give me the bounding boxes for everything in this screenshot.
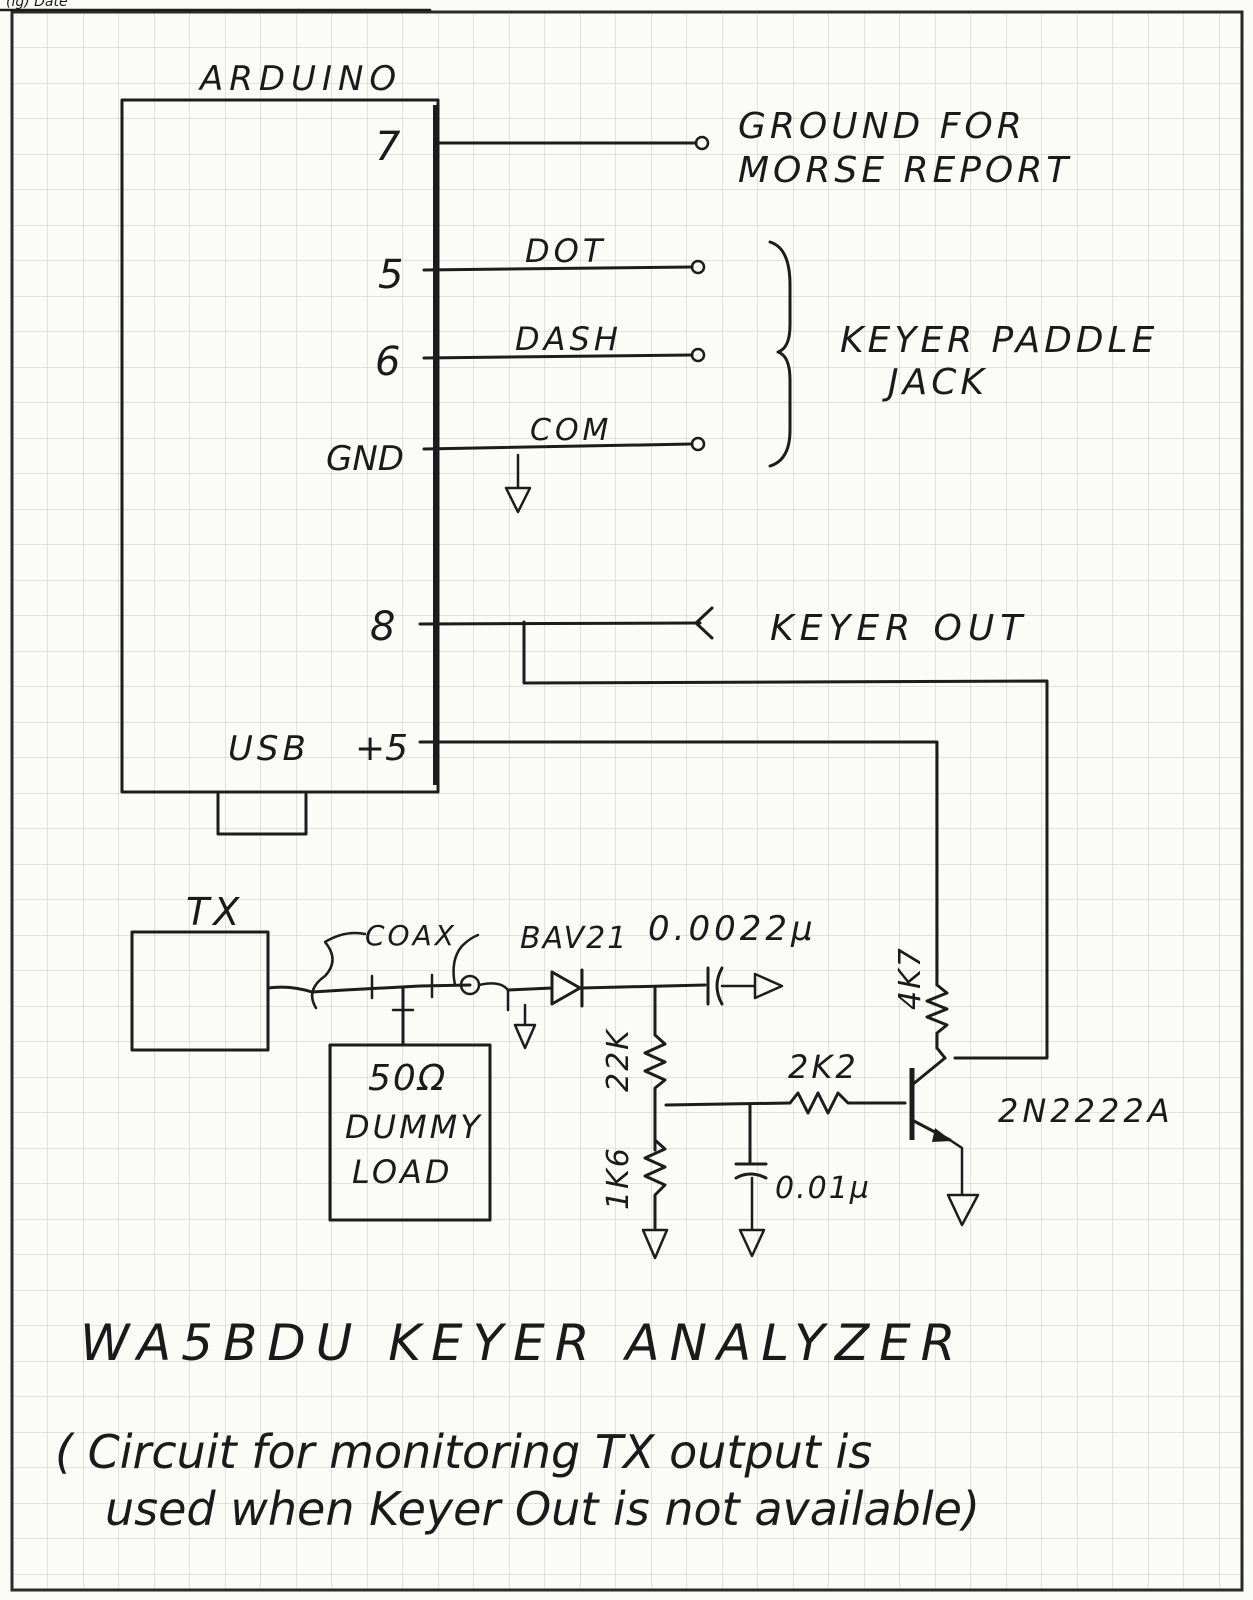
cap2-label: 0.01µ	[775, 1171, 871, 1206]
ground-terminal	[694, 135, 710, 151]
com-ground-symbol	[504, 453, 532, 514]
resistor-1k6	[643, 1138, 667, 1230]
drawing-title: WA5BDU KEYER ANALYZER	[80, 1314, 965, 1372]
pin-7-label: 7	[375, 124, 401, 170]
note-line-1: ( Circuit for monitoring TX output is	[55, 1425, 872, 1479]
five-volt-wire	[418, 740, 939, 962]
coax-label: COAX	[365, 919, 457, 952]
paddle-label-line1: KEYER PADDLE	[840, 320, 1158, 361]
collector-to-pin8-wire	[522, 620, 1049, 1060]
transistor-emitter-arrow	[932, 1128, 952, 1142]
resistor-4k7-label: 4K7	[893, 946, 928, 1010]
emitter-ground-symbol	[946, 1138, 980, 1227]
coax-line	[266, 983, 472, 994]
dot-wire	[422, 265, 694, 272]
cap1-ground-symbol	[720, 972, 784, 1000]
divider-ground-symbol	[641, 1228, 669, 1260]
keyer-out-wire	[418, 621, 702, 626]
transistor-collector-lead	[910, 1056, 947, 1087]
resistor-22k-label: 22K	[601, 1028, 636, 1092]
pin-5v-label: +5	[355, 728, 408, 769]
connector-ground-symbol	[513, 1003, 537, 1050]
pin-5-label: 5	[378, 252, 403, 298]
cap1-symbol	[706, 966, 724, 1006]
transistor-collector-join	[935, 1046, 947, 1060]
arduino-title: ARDUINO	[198, 59, 402, 99]
dummy-load-box	[328, 1043, 492, 1222]
usb-label: USB	[228, 729, 310, 769]
dash-wire	[422, 353, 694, 360]
resistor-2k2-label: 2K2	[788, 1048, 859, 1086]
dash-label: DASH	[515, 320, 622, 358]
paddle-brace	[768, 240, 792, 468]
dummy-load-line2: DUMMY	[345, 1108, 483, 1146]
paddle-label-line2: JACK	[882, 362, 988, 403]
dash-terminal	[690, 347, 706, 363]
note-line-2: used when Keyer Out is not available)	[105, 1482, 980, 1536]
ground-label-line2: MORSE REPORT	[738, 150, 1072, 191]
keyer-out-plug	[694, 606, 714, 640]
resistor-4k7	[925, 958, 949, 1050]
com-wire	[422, 442, 694, 451]
dot-label: DOT	[525, 232, 606, 270]
com-label: COM	[530, 413, 612, 448]
resistor-1k6-label: 1K6	[601, 1146, 636, 1210]
header-fragment: (lg) Date	[6, 0, 68, 10]
resistor-2k2	[788, 1091, 907, 1115]
coax-lead-left	[310, 931, 367, 1010]
transistor-label: 2N2222A	[998, 1092, 1174, 1130]
coax-lead-right	[452, 933, 480, 987]
ground-label-line1: GROUND FOR	[738, 106, 1026, 147]
dummy-load-line1: 50Ω	[368, 1058, 447, 1099]
com-terminal	[690, 436, 706, 452]
cap2-ground-symbol	[738, 1176, 766, 1258]
resistor-22k	[643, 1033, 667, 1152]
usb-connector	[216, 790, 308, 836]
tx-box	[130, 930, 270, 1052]
detector-wire	[580, 983, 707, 990]
base-node-wire	[664, 1101, 792, 1107]
pin-gnd-label: GND	[326, 439, 404, 479]
tx-label: TX	[186, 890, 243, 934]
diode-label: BAV21	[520, 921, 628, 956]
pin-8-label: 8	[370, 604, 395, 650]
cap2-symbol	[734, 1162, 768, 1180]
page-border	[10, 10, 1244, 1592]
keyer-out-label: KEYER OUT	[770, 608, 1028, 649]
dummy-load-line3: LOAD	[352, 1153, 453, 1191]
cap1-label: 0.0022µ	[648, 909, 817, 949]
dot-terminal	[690, 259, 706, 275]
pin-6-label: 6	[375, 339, 400, 385]
